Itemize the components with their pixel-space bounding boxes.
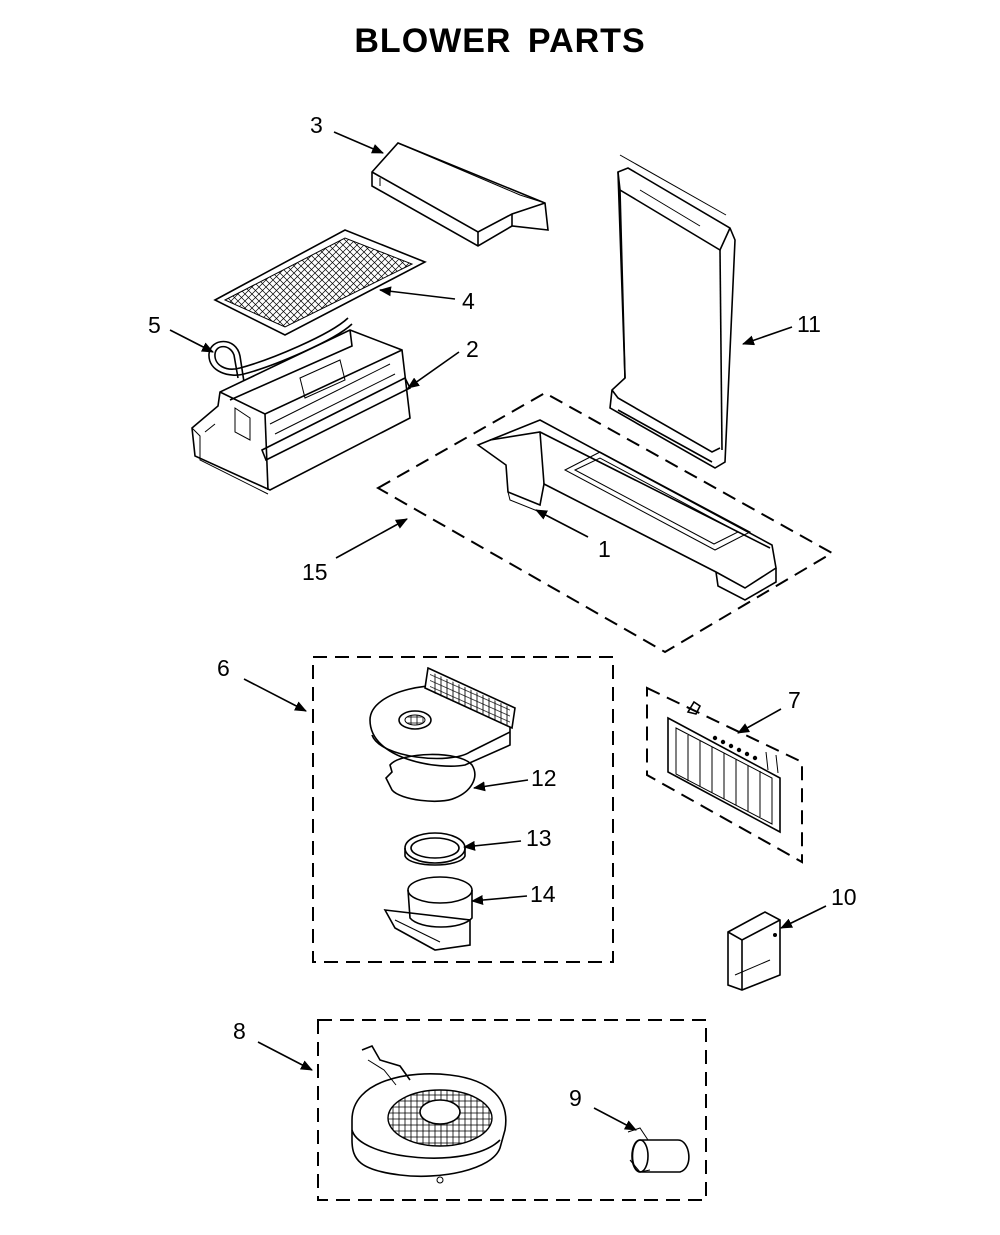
part-8-kit-outline	[317, 1019, 707, 1201]
part-10-bracket	[727, 911, 781, 991]
leader-arrows	[169, 131, 827, 1131]
part-9-capacitor	[627, 1127, 690, 1173]
callout-6: 6	[217, 655, 230, 681]
part-8-blower-motor	[351, 1044, 507, 1184]
callout-3: 3	[310, 112, 323, 138]
callout-9: 9	[569, 1085, 582, 1111]
leader-arrow-6	[243, 678, 307, 712]
callout-5: 5	[148, 312, 161, 338]
part-14-adapter	[383, 876, 473, 951]
leader-arrow-15	[335, 518, 408, 559]
part-4-filter	[213, 229, 427, 336]
callout-2: 2	[466, 336, 479, 362]
callout-13: 13	[526, 825, 552, 851]
leader-arrow-10	[780, 905, 827, 929]
callout-15: 15	[302, 559, 328, 585]
leader-arrow-2	[407, 351, 460, 389]
callout-1: 1	[598, 536, 611, 562]
part-12-clip-ring	[385, 753, 476, 803]
callout-14: 14	[530, 881, 556, 907]
part-7-control-board	[667, 700, 781, 834]
part-3-duct-cover	[371, 142, 549, 247]
leader-arrow-13	[463, 840, 522, 851]
callout-11: 11	[797, 311, 821, 337]
leader-arrow-9	[593, 1107, 637, 1131]
part-6-fan-housing	[369, 666, 516, 767]
leader-arrow-14	[471, 895, 528, 905]
part-7-kit-outline	[646, 686, 803, 864]
callout-4: 4	[462, 288, 475, 314]
leader-arrow-8	[257, 1041, 313, 1071]
part-2-housing	[191, 329, 412, 495]
leader-arrow-7	[737, 708, 782, 734]
callout-10: 10	[831, 884, 857, 910]
callout-8: 8	[233, 1018, 246, 1044]
leader-arrow-12	[473, 779, 529, 792]
part-11-duct-panel	[609, 154, 736, 469]
leader-arrow-1	[535, 509, 589, 538]
leader-arrow-5	[169, 329, 214, 353]
part-13-seal-ring	[404, 832, 466, 866]
leader-arrow-11	[742, 326, 793, 346]
leader-arrow-4	[379, 286, 456, 300]
callout-12: 12	[531, 765, 557, 791]
callout-7: 7	[788, 687, 801, 713]
part-6-kit-outline	[312, 656, 614, 963]
part-15-kit-outline	[375, 391, 835, 654]
diagram-title: BLOWER PARTS	[354, 22, 646, 60]
part-1-base-pan	[476, 419, 777, 601]
leader-arrow-3	[333, 131, 384, 154]
